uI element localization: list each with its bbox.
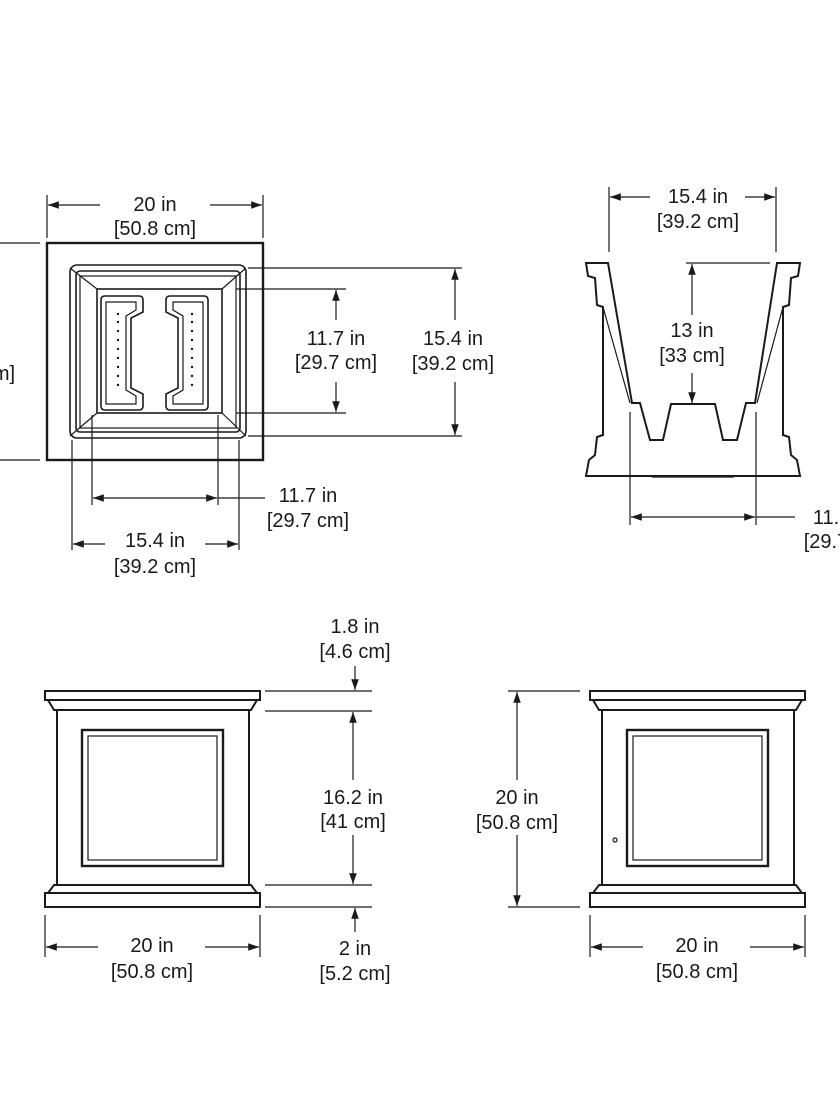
side-width-metric: [50.8 cm] xyxy=(656,961,738,983)
top-view-inner-rim xyxy=(69,264,247,439)
front-panel xyxy=(80,728,225,868)
top-view: 20 in [50.8 cm] m] 11.7 in [29.7 cm] 15.… xyxy=(0,194,494,578)
top-depth-metric-cut: m] xyxy=(0,363,15,385)
base-height-metric: [5.2 cm] xyxy=(319,963,390,985)
cap-height-metric: [4.6 cm] xyxy=(319,641,390,663)
drain-holes-right xyxy=(190,312,194,387)
front-width-metric: [50.8 cm] xyxy=(111,961,193,983)
inner-bottom-width-metric: [29.7 cm] xyxy=(267,510,349,532)
cap-height-imperial: 1.8 in xyxy=(331,616,380,638)
top-view-floor xyxy=(96,288,223,414)
bottom-width-metric-cut: [29.7 xyxy=(804,531,840,553)
inner-depth-imperial: 13 in xyxy=(670,320,713,342)
drain-channel-left xyxy=(100,295,144,411)
top-width-metric: [50.8 cm] xyxy=(114,218,196,240)
base-height-imperial: 2 in xyxy=(339,938,371,960)
side-view: 20 in [50.8 cm] 20 in [50.8 cm] xyxy=(476,690,806,983)
side-height-imperial: 20 in xyxy=(495,787,538,809)
side-height-metric: [50.8 cm] xyxy=(476,812,558,834)
inner-top-depth-metric: [39.2 cm] xyxy=(412,353,494,375)
front-width-imperial: 20 in xyxy=(130,935,173,957)
section-profile xyxy=(584,262,802,477)
top-width-imperial: 20 in xyxy=(133,194,176,216)
top-opening-metric: [39.2 cm] xyxy=(657,211,739,233)
body-height-imperial: 16.2 in xyxy=(323,787,383,809)
side-width-imperial: 20 in xyxy=(675,935,718,957)
top-view-outer-rim xyxy=(45,241,265,462)
inner-top-width-metric: [39.2 cm] xyxy=(114,556,196,578)
inner-bottom-depth-imperial: 11.7 in xyxy=(307,328,366,350)
side-panel xyxy=(625,728,770,868)
inner-top-depth-imperial: 15.4 in xyxy=(423,328,483,350)
inner-bottom-width-imperial: 11.7 in xyxy=(279,485,338,507)
inner-depth-metric: [33 cm] xyxy=(659,345,725,367)
inner-top-width-imperial: 15.4 in xyxy=(125,530,185,552)
front-view: 1.8 in [4.6 cm] 16.2 in [41 cm] 2 in [5.… xyxy=(44,616,391,985)
inner-bottom-depth-metric: [29.7 cm] xyxy=(295,352,377,374)
section-view: 15.4 in [39.2 cm] 13 in [33 cm] 11. [29.… xyxy=(584,186,840,553)
side-hole xyxy=(612,837,618,843)
bottom-width-imperial-cut: 11. xyxy=(813,507,839,529)
top-opening-imperial: 15.4 in xyxy=(668,186,728,208)
drain-holes-left xyxy=(116,312,120,387)
body-height-metric: [41 cm] xyxy=(320,811,386,833)
drain-channel-right xyxy=(165,295,209,411)
